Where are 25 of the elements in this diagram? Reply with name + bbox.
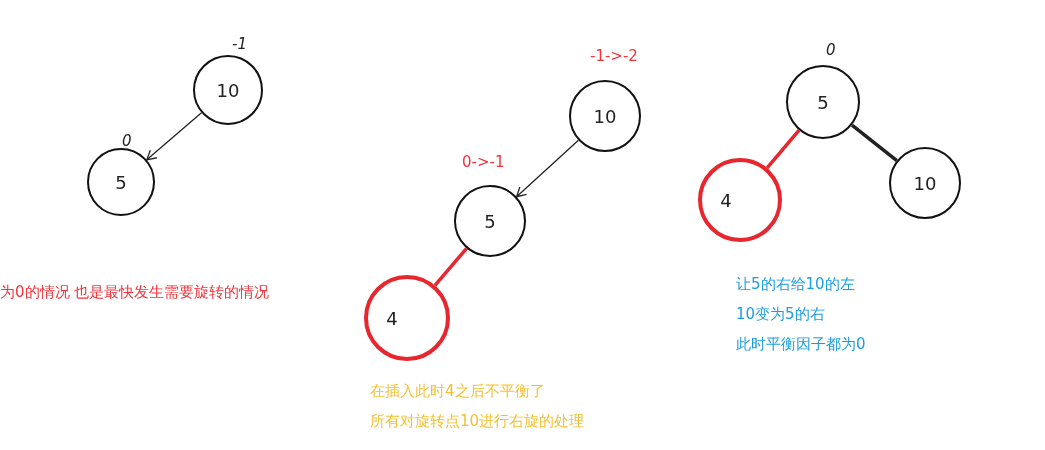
note-text: 此时平衡因子都为0 [736,335,866,354]
node-value: 10 [216,79,240,101]
balance-factor: 0 [826,41,836,59]
note-text: 让5的右给10的左 [736,275,855,294]
tree-node-circle [454,185,526,257]
note-text: 所有对旋转点10进行右旋的处理 [370,412,585,431]
note-text: 在插入此时4之后不平衡了 [370,382,545,401]
arrow [515,139,580,198]
node-value: 10 [913,172,937,194]
node-value: 10 [593,105,617,127]
balance-factor: 0->-1 [462,153,505,171]
node-value: 4 [720,189,732,211]
balance-factor: -1 [232,35,247,53]
tree-edge [850,123,898,162]
tree-edge [433,247,468,287]
arrow [146,112,203,161]
balance-factor: 0 [122,132,132,150]
node-value: 5 [817,91,829,113]
note-text: 10变为5的右 [736,305,825,324]
node-value: 5 [484,210,496,232]
note-text: 为0的情况 也是最快发生需要旋转的情况 [0,283,270,302]
balance-factor: -1->-2 [590,47,638,65]
tree-edge [765,129,801,170]
node-value: 5 [115,171,127,193]
node-value: 4 [386,307,398,329]
